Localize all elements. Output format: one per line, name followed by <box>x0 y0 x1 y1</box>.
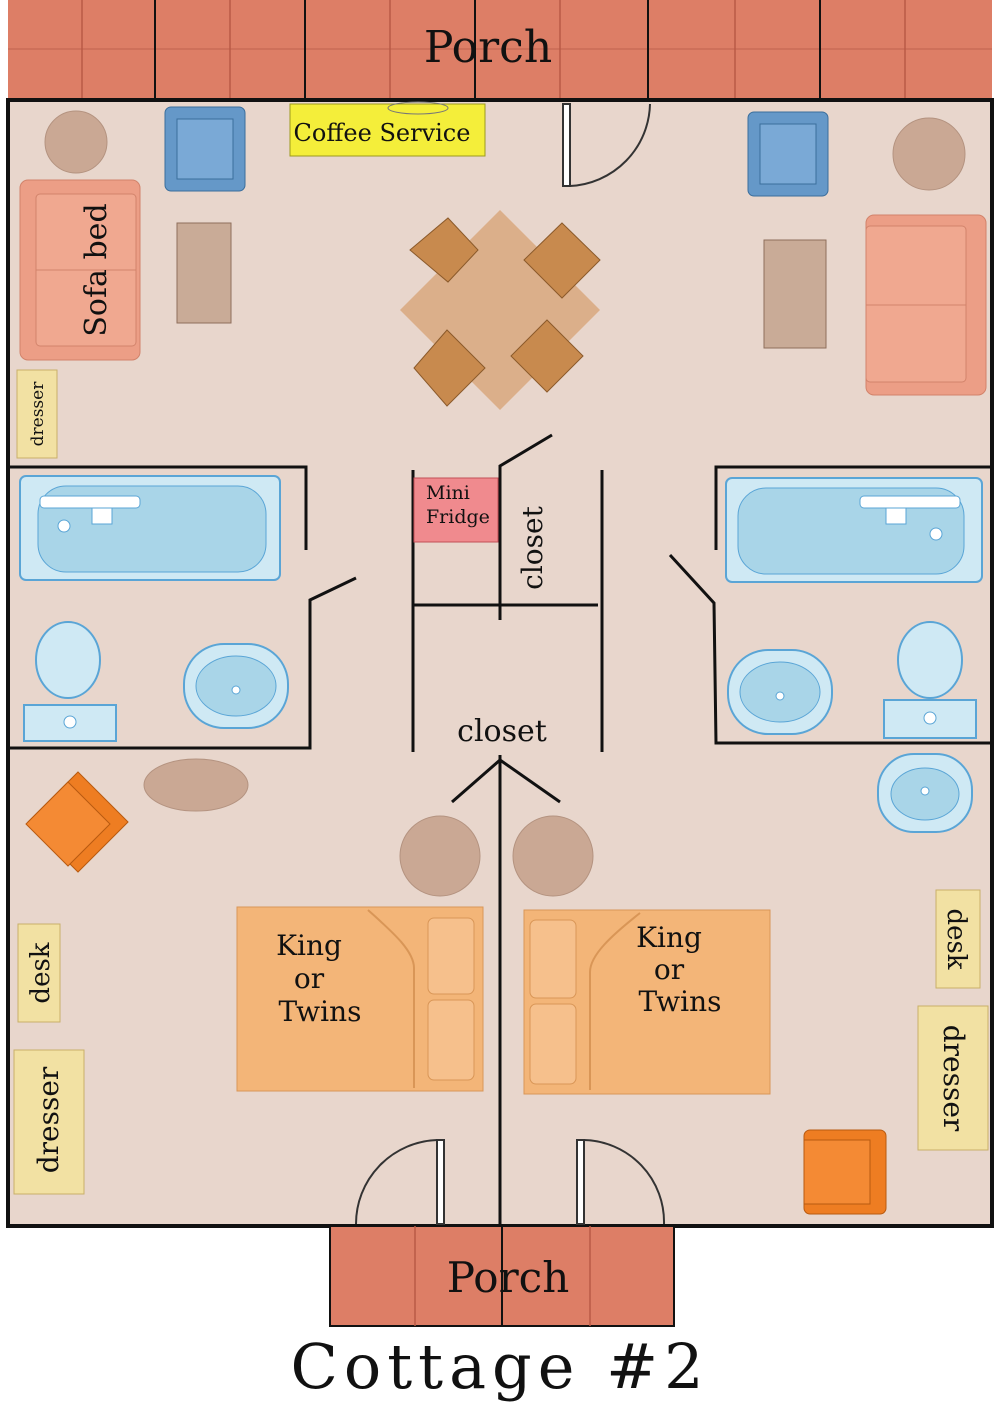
dresser-bottom-right <box>917 1005 989 1151</box>
toilet-left <box>23 621 117 742</box>
bed-left <box>236 906 484 1092</box>
dresser-bottom-left-label: dresser <box>32 1066 65 1173</box>
sink-right <box>727 649 833 735</box>
bed-right-label-1: King <box>636 921 702 954</box>
bed-right-label-2: or <box>654 953 685 986</box>
porch-bottom <box>329 1225 675 1327</box>
dining-chair <box>523 222 601 299</box>
bathtub-right <box>725 477 983 583</box>
closet-lower-label: closet <box>457 714 547 749</box>
toilet-right <box>883 621 977 739</box>
dresser-top-left <box>16 369 58 459</box>
bed-right-label-3: Twins <box>638 985 721 1018</box>
bed-left-label-3: Twins <box>278 995 361 1028</box>
coffee-table-left <box>176 222 232 324</box>
cottage-title: Cottage #2 <box>290 1330 710 1403</box>
dining-chair <box>409 217 479 283</box>
mini-fridge <box>413 477 499 543</box>
end-table-top-right <box>892 117 966 191</box>
armchair-blue-right <box>747 111 829 197</box>
bed-right <box>523 909 771 1095</box>
desk-right-label: desk <box>941 908 971 969</box>
closet-upper-label: closet <box>516 505 549 589</box>
sink-left <box>183 643 289 729</box>
armchair-blue-left <box>164 106 246 192</box>
door-bottom-right[interactable] <box>576 1139 666 1225</box>
sofa-bed <box>19 179 141 361</box>
sink-bedroom-right <box>877 753 973 833</box>
bathtub-left <box>19 475 281 581</box>
sofa-right <box>865 214 987 396</box>
coffee-service-label: Coffee Service <box>294 119 471 147</box>
rug-oval-left <box>143 758 249 812</box>
desk-right <box>935 889 981 989</box>
porch-bottom-label: Porch <box>447 1253 570 1302</box>
dresser-bottom-left <box>13 1049 85 1195</box>
coffee-service <box>289 101 486 157</box>
desk-left-label: desk <box>26 942 56 1003</box>
end-table-top-left <box>44 110 108 174</box>
desk-left <box>17 923 61 1023</box>
bed-left-label-2: or <box>294 962 325 995</box>
porch-top <box>8 0 992 98</box>
dresser-top-left-label: dresser <box>28 381 48 447</box>
sofa-bed-label: Sofa bed <box>79 203 114 336</box>
interior-walls <box>8 433 992 1226</box>
dining-table <box>400 210 601 410</box>
porch-top-label: Porch <box>424 22 552 73</box>
dresser-bottom-right-label: dresser <box>937 1025 970 1132</box>
dining-chair <box>510 319 584 393</box>
door-bottom-left[interactable] <box>355 1139 445 1225</box>
nightstand-right <box>512 815 594 897</box>
mini-fridge-label-2: Fridge <box>426 506 490 528</box>
nightstand-left <box>399 815 481 897</box>
orange-chair-left <box>25 771 129 873</box>
orange-chair-right <box>803 1129 887 1215</box>
bed-left-label-1: King <box>276 929 342 962</box>
dining-chair <box>413 329 486 407</box>
door-top[interactable] <box>562 103 651 187</box>
mini-fridge-label-1: Mini <box>426 482 470 504</box>
coffee-table-right <box>763 239 827 349</box>
